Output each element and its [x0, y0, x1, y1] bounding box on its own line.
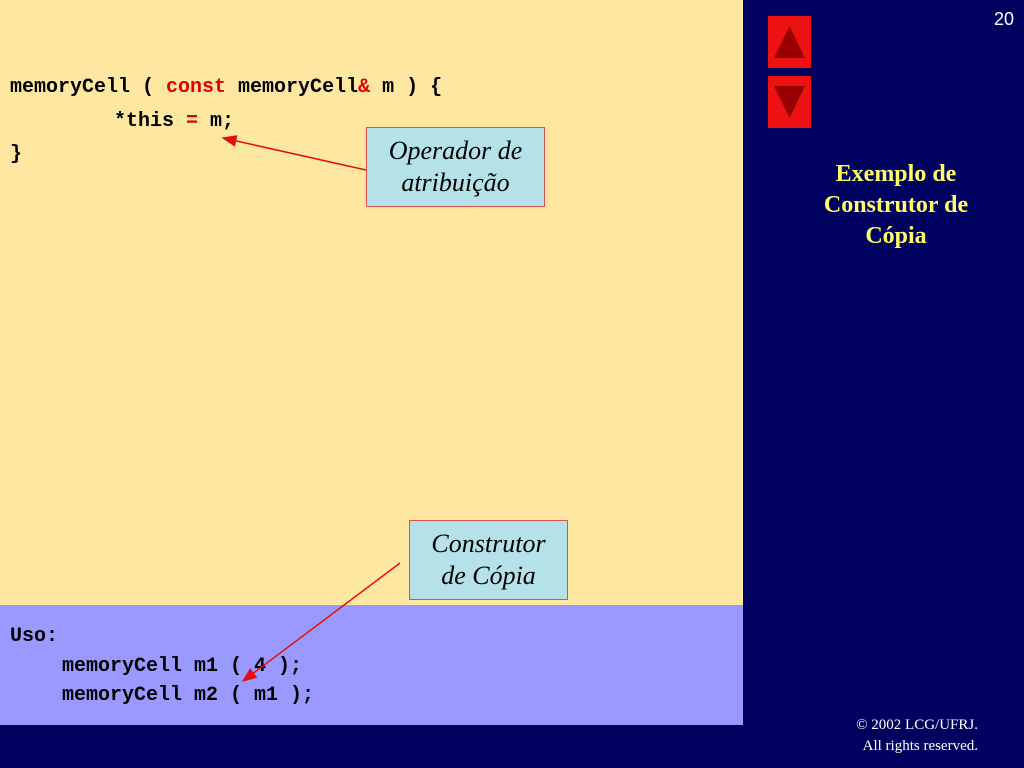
code-text: m;: [198, 110, 235, 133]
slide-title-line: Construtor de: [823, 192, 969, 218]
code-text: m ) {: [370, 76, 443, 99]
usage-line-m1: memoryCell m1 ( 4 );: [62, 655, 303, 678]
slide-title: Exemplo de Construtor de Cópia: [786, 159, 1006, 252]
code-panel: [0, 0, 743, 605]
usage-line-m2: memoryCell m2 ( m1 );: [62, 684, 315, 707]
callout-line: Construtor: [431, 529, 546, 558]
copyright-line: © 2002 LCG/UFRJ.: [856, 717, 978, 733]
callout-line: Operador de: [388, 136, 523, 165]
rights-line: All rights reserved.: [862, 738, 978, 754]
code-assignment-operator: =: [186, 110, 199, 133]
usage-label: Uso:: [10, 625, 59, 648]
slide-title-line: Exemplo de: [835, 161, 957, 187]
page-number: 20: [993, 9, 1014, 29]
code-line-closing-brace: }: [10, 143, 23, 166]
code-text: memoryCell (: [10, 76, 167, 99]
callout-copy-constructor: Construtor de Cópia: [409, 520, 568, 600]
next-slide-button[interactable]: [768, 76, 811, 128]
callout-assignment-operator: Operador de atribuição: [366, 127, 545, 207]
code-text: memoryCell: [226, 76, 359, 99]
callout-line: atribuição: [401, 168, 510, 197]
code-keyword-const: const: [166, 76, 227, 99]
code-line-assignment: *this = m;: [114, 110, 234, 133]
code-reference-ampersand: &: [358, 76, 371, 99]
triangle-up-icon: [774, 26, 805, 58]
slide-title-line: Cópia: [865, 223, 927, 249]
copyright-footer: © 2002 LCG/UFRJ. All rights reserved.: [856, 715, 978, 757]
callout-line: de Cópia: [441, 561, 536, 590]
code-text: *this: [114, 110, 187, 133]
previous-slide-button[interactable]: [768, 16, 811, 68]
triangle-down-icon: [774, 86, 805, 118]
code-line-constructor-signature: memoryCell ( const memoryCell& m ) {: [10, 76, 442, 99]
